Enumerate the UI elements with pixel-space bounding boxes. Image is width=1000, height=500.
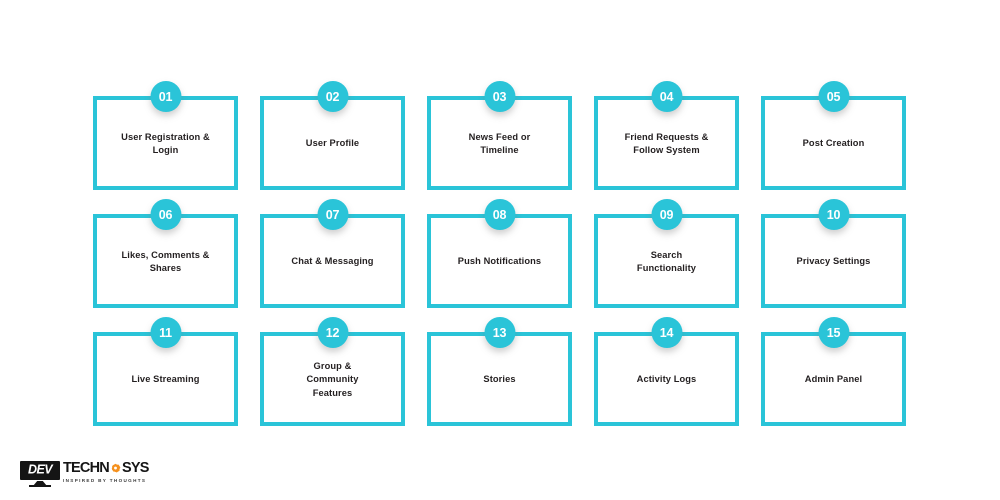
card-label: Privacy Settings <box>796 256 871 267</box>
card-number-badge: 08 <box>484 199 515 230</box>
card-number-badge: 12 <box>317 317 348 348</box>
card-label: Live Streaming <box>131 374 200 385</box>
card-label: Push Notifications <box>457 256 542 267</box>
card-number-badge: 09 <box>651 199 682 230</box>
brand-logo: DEV TECHN SYS INSPIRED BY THOUGHTS <box>20 461 149 487</box>
card-label: Chat & Messaging <box>291 256 374 267</box>
card-number-badge: 07 <box>317 199 348 230</box>
card-number-badge: 13 <box>484 317 515 348</box>
logo-word-row: TECHN SYS <box>63 461 149 476</box>
gear-icon <box>110 463 121 474</box>
card-number-badge: 14 <box>651 317 682 348</box>
card-number-badge: 05 <box>818 81 849 112</box>
card-number-badge: 11 <box>150 317 181 348</box>
logo-wordmark: TECHN SYS INSPIRED BY THOUGHTS <box>63 461 149 483</box>
card-label: Admin Panel <box>804 374 863 385</box>
logo-tagline: INSPIRED BY THOUGHTS <box>63 477 147 483</box>
card-number-badge: 01 <box>150 81 181 112</box>
card-label: News Feed or Timeline <box>468 131 531 155</box>
card-label: Activity Logs <box>636 374 697 385</box>
card-label: Group & Community Features <box>306 360 359 398</box>
card-label: Search Functionality <box>636 249 697 273</box>
logo-monitor-stand <box>33 481 47 486</box>
card-number-badge: 02 <box>317 81 348 112</box>
logo-word-part-1: TECHN <box>63 460 110 476</box>
logo-mark-text: DEV <box>28 462 53 477</box>
card-label: Post Creation <box>802 138 865 149</box>
card-number-badge: 04 <box>651 81 682 112</box>
card-number-badge: 03 <box>484 81 515 112</box>
logo-row: DEV TECHN SYS INSPIRED BY THOUGHTS <box>20 461 149 487</box>
card-label: Stories <box>483 374 516 385</box>
logo-monitor-base <box>29 485 51 487</box>
logo-word-part-2: SYS <box>121 460 149 476</box>
card-number-badge: 15 <box>818 317 849 348</box>
card-label: Friend Requests & Follow System <box>624 131 709 155</box>
card-label: User Profile <box>305 138 360 149</box>
card-label: Likes, Comments & Shares <box>121 249 210 273</box>
card-number-badge: 06 <box>150 199 181 230</box>
logo-monitor-mark: DEV <box>20 461 60 487</box>
card-label: User Registration & Login <box>121 131 210 155</box>
card-number-badge: 10 <box>818 199 849 230</box>
